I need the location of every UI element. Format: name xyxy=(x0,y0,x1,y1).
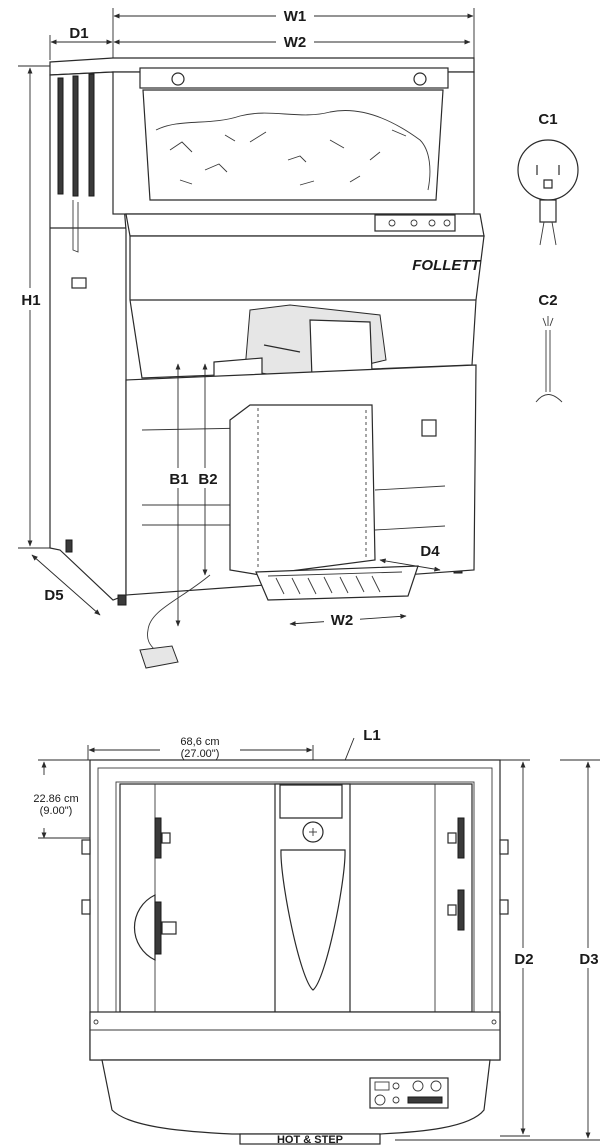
label-d2: D2 xyxy=(514,951,533,968)
bottom-plate-text: HOT & STEP xyxy=(277,1134,343,1146)
label-w2-bottom: W2 xyxy=(331,612,354,629)
depth-dim-metric: 22.86 cm xyxy=(33,793,78,805)
width-dim-metric: 68,6 cm xyxy=(180,736,219,748)
label-d1: D1 xyxy=(69,25,88,42)
label-d5: D5 xyxy=(44,587,63,604)
label-h1: H1 xyxy=(21,292,40,309)
label-c1: C1 xyxy=(538,111,557,128)
c1-plug-icon xyxy=(517,139,579,201)
label-l1: L1 xyxy=(363,727,381,744)
label-b1: B1 xyxy=(169,471,188,488)
front-view: W1 W2 D1 H1 xyxy=(18,8,579,669)
label-d4: D4 xyxy=(420,543,440,560)
top-view: 68,6 cm (27.00") 22.86 cm (9.00") L1 D2 … xyxy=(33,727,606,1146)
label-c2: C2 xyxy=(538,292,557,309)
brand-logo: FOLLETT xyxy=(412,257,481,274)
label-d3: D3 xyxy=(579,951,598,968)
depth-dim-imperial: (9.00") xyxy=(40,805,73,817)
label-w1: W1 xyxy=(284,8,307,25)
label-w2-top: W2 xyxy=(284,34,307,51)
width-dim-imperial: (27.00") xyxy=(181,748,220,760)
label-b2: B2 xyxy=(198,471,217,488)
c2-cord-icon xyxy=(535,316,563,403)
